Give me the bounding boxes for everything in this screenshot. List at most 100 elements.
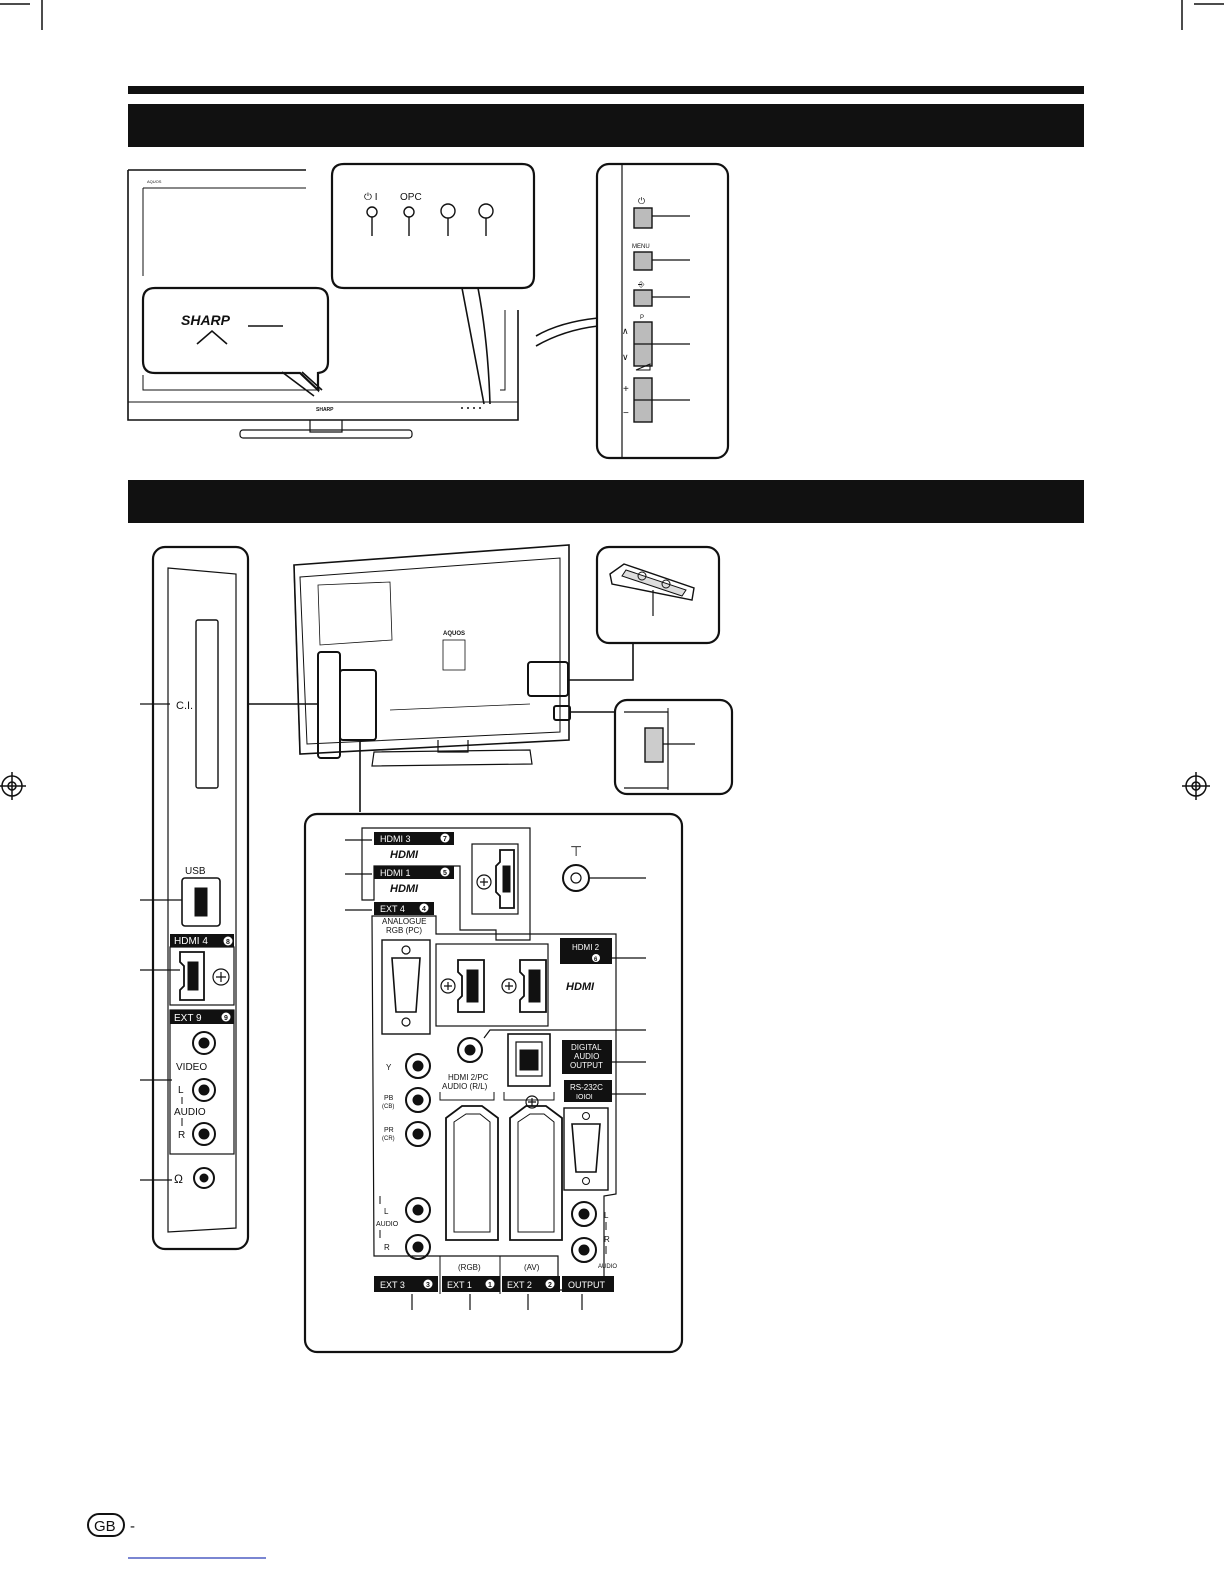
hdmi2-label: HDMI 2 bbox=[572, 943, 600, 952]
output-label-digital: OUTPUT bbox=[570, 1061, 603, 1070]
menu-button[interactable] bbox=[633, 251, 653, 271]
hdmi4-port[interactable] bbox=[179, 951, 205, 1001]
component-y-label: Y bbox=[386, 1063, 392, 1072]
ext3-label-box bbox=[374, 1276, 438, 1292]
rgb-label: (RGB) bbox=[458, 1263, 481, 1272]
headphone-icon: Ω bbox=[174, 1172, 183, 1186]
digital-audio-label-box bbox=[562, 1040, 612, 1074]
ext4-num-badge bbox=[419, 903, 429, 913]
component-audio-label: AUDIO bbox=[376, 1221, 399, 1228]
component-pr-sub-label: (CR) bbox=[382, 1136, 395, 1142]
rear-terminal-panel bbox=[303, 812, 684, 1354]
front-model-small: AQUOS bbox=[147, 179, 162, 184]
output-audio-r-jack[interactable] bbox=[571, 1237, 597, 1263]
hdmi2-number: 6 bbox=[594, 957, 598, 963]
component-audio-r-label: R bbox=[384, 1243, 390, 1252]
power-led-icon bbox=[366, 206, 378, 218]
hdmi1-port[interactable] bbox=[457, 959, 485, 1013]
analogue-label: ANALOGUE bbox=[382, 917, 426, 926]
component-pb-sub-label: (CB) bbox=[382, 1104, 394, 1110]
hdmi3-num-badge bbox=[440, 833, 450, 843]
ext1-scart[interactable] bbox=[445, 1105, 499, 1241]
output-audio-l-label: L bbox=[604, 1211, 609, 1220]
power-icon: ⏻ bbox=[638, 196, 645, 206]
audio-rl-label: AUDIO (R/L) bbox=[442, 1082, 488, 1091]
component-audio-r-jack[interactable] bbox=[405, 1234, 431, 1260]
power-button[interactable] bbox=[633, 207, 653, 229]
output-audio-label: AUDIO bbox=[598, 1264, 617, 1270]
hdmi3-label-box bbox=[374, 832, 454, 845]
usb-port[interactable] bbox=[181, 877, 221, 927]
main-power-switch[interactable] bbox=[644, 727, 664, 763]
rs232c-sub-label: IOIOI bbox=[576, 1094, 593, 1101]
digital-label: DIGITAL bbox=[571, 1043, 602, 1052]
menu-button-label: MENU bbox=[632, 244, 650, 250]
hdmi4-number: 8 bbox=[226, 939, 230, 946]
section-band-front bbox=[128, 104, 1084, 147]
logo-callout bbox=[141, 286, 330, 397]
rs232c-port[interactable] bbox=[571, 1123, 601, 1173]
hdmi1-label: HDMI 1 bbox=[380, 868, 411, 878]
ext2-label: EXT 2 bbox=[507, 1280, 532, 1290]
output-label: OUTPUT bbox=[568, 1280, 606, 1290]
ext1-num-badge bbox=[485, 1279, 495, 1289]
remote-sensor-icon bbox=[478, 203, 494, 219]
registration-mark-left bbox=[0, 772, 26, 800]
hdmi2-num-badge bbox=[592, 954, 600, 962]
ext2-label-box bbox=[502, 1276, 560, 1292]
audio-r-jack[interactable] bbox=[192, 1122, 216, 1146]
aquos-logo: AQUOS bbox=[443, 631, 465, 637]
program-label: P bbox=[640, 315, 644, 321]
indicator-callout bbox=[330, 162, 536, 405]
hdmi1-label-box bbox=[374, 866, 454, 879]
component-pb-label: PB bbox=[384, 1095, 394, 1102]
usb-label: USB bbox=[185, 866, 206, 877]
digital-audio-output[interactable] bbox=[507, 1033, 551, 1087]
ext2-scart[interactable] bbox=[509, 1105, 563, 1241]
component-audio-l-label: L bbox=[384, 1207, 389, 1216]
power-indicator-label: ⏻ I bbox=[364, 192, 377, 203]
hdmi2-logo: HDMI bbox=[566, 981, 595, 993]
side-terminal-panel bbox=[140, 545, 250, 1251]
rgb-pc-label: RGB (PC) bbox=[386, 926, 422, 935]
hdmi3-label: HDMI 3 bbox=[380, 834, 411, 844]
hdmi4-label-box bbox=[170, 934, 234, 947]
component-pb-jack[interactable] bbox=[405, 1087, 431, 1113]
hdmi2-port[interactable] bbox=[519, 959, 547, 1013]
input-button[interactable] bbox=[633, 289, 653, 307]
registration-mark-right bbox=[1182, 772, 1210, 800]
pc-audio-jack[interactable] bbox=[457, 1037, 483, 1063]
component-y-jack[interactable] bbox=[405, 1053, 431, 1079]
ci-slot[interactable] bbox=[195, 619, 219, 789]
component-pr-jack[interactable] bbox=[405, 1121, 431, 1147]
hdmi3-port[interactable] bbox=[495, 849, 515, 909]
ci-label: C.I. bbox=[176, 700, 193, 712]
audio-label-digital: AUDIO bbox=[574, 1052, 599, 1061]
headphone-jack[interactable] bbox=[193, 1167, 215, 1189]
hdmi4-label: HDMI 4 bbox=[174, 936, 208, 947]
ext9-label: EXT 9 bbox=[174, 1013, 202, 1024]
output-audio-l-jack[interactable] bbox=[571, 1201, 597, 1227]
sharp-logo-text: SHARP bbox=[181, 312, 231, 328]
video-jack[interactable] bbox=[192, 1031, 216, 1055]
ext3-number: 3 bbox=[426, 1282, 430, 1289]
opc-label: OPC bbox=[400, 192, 422, 203]
output-audio-r-label: R bbox=[604, 1235, 610, 1244]
region-label: GB bbox=[94, 1518, 116, 1535]
ext2-number: 2 bbox=[548, 1282, 552, 1289]
ext9-label-box bbox=[170, 1010, 234, 1024]
input-icon: ⎆ bbox=[638, 280, 645, 289]
ext9-num-badge bbox=[221, 1012, 231, 1022]
section-band-rear bbox=[128, 480, 1084, 523]
component-audio-l-jack[interactable] bbox=[405, 1197, 431, 1223]
top-rule bbox=[128, 86, 1084, 94]
antenna-icon: ⊤ bbox=[570, 843, 582, 859]
audio-l-jack[interactable] bbox=[192, 1078, 216, 1102]
ext3-num-badge bbox=[423, 1279, 433, 1289]
ext9-number: 9 bbox=[224, 1015, 228, 1022]
ext4-number: 4 bbox=[422, 906, 426, 913]
volume-icon bbox=[635, 363, 651, 371]
analogue-rgb-port[interactable] bbox=[391, 957, 421, 1013]
ext1-label: EXT 1 bbox=[447, 1280, 472, 1290]
